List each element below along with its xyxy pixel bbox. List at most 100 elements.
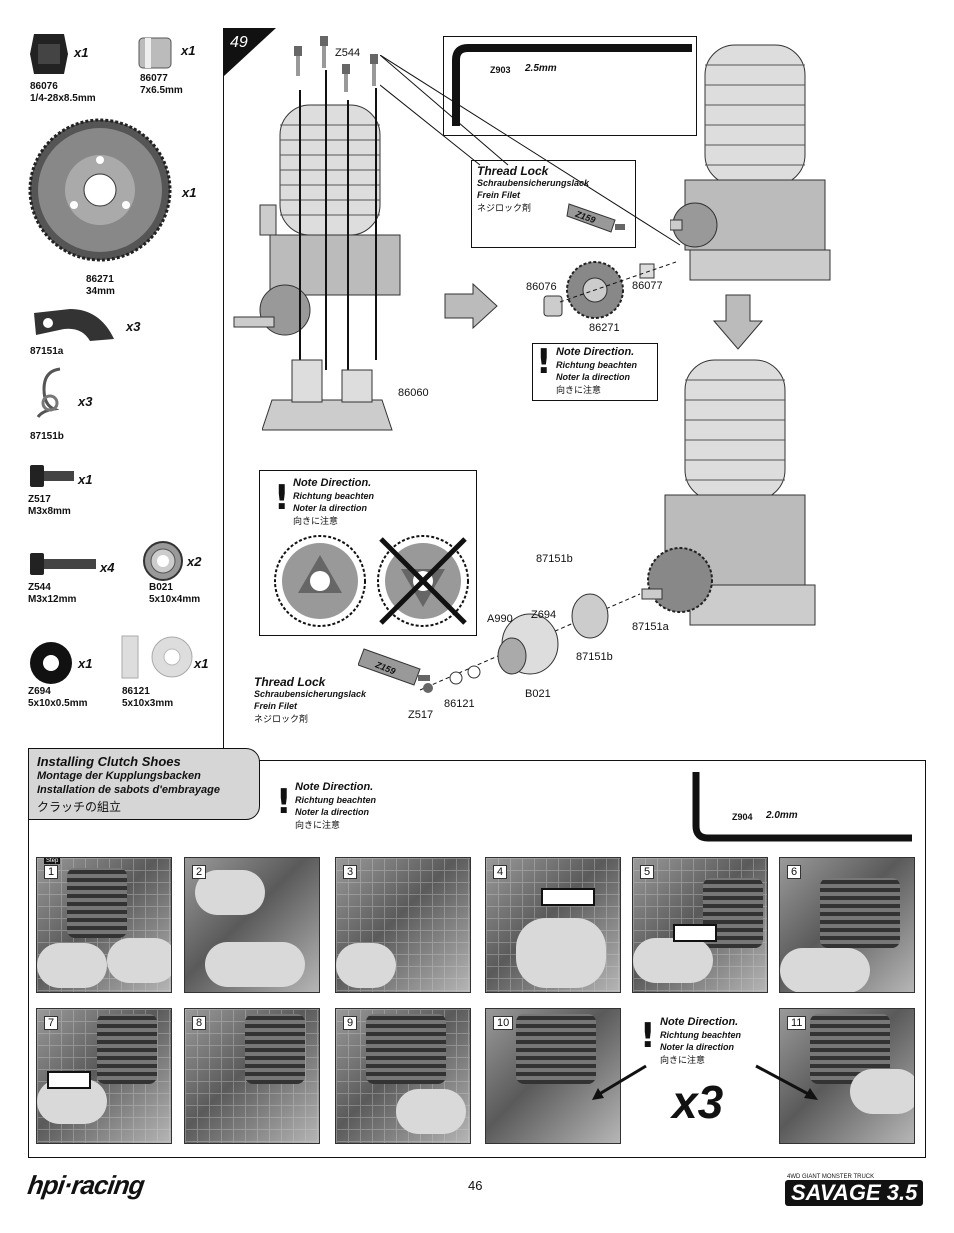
note-en: Note Direction.	[295, 781, 374, 793]
page-number: 46	[468, 1178, 483, 1193]
note-jp: 向きに注意	[556, 385, 602, 395]
step-number: 4	[493, 865, 508, 879]
part-qty: x1	[182, 185, 197, 200]
thread-lock-fr: Frein Filet	[477, 190, 521, 200]
step-number: 5	[640, 865, 655, 879]
part-desc: 5x10x0.5mm	[28, 698, 88, 709]
note-fr: Noter la direction	[556, 372, 631, 382]
hex-wrench-icon	[692, 772, 912, 842]
clutch-assembly	[419, 593, 641, 693]
flywheel-correct-icon	[274, 535, 366, 627]
step-photo: 5	[632, 857, 768, 993]
step-number: 2	[192, 865, 207, 879]
clutch-title-en: Installing Clutch Shoes	[37, 754, 181, 769]
callout-label: 87151b	[576, 651, 613, 663]
note-direction-box	[532, 343, 658, 401]
product-sub: 4WD GIANT MONSTER TRUCK	[787, 1174, 875, 1180]
note-jp: 向きに注意	[295, 820, 341, 830]
exclamation-icon: !	[536, 342, 552, 382]
callout-label: 87151b	[536, 553, 573, 565]
step-tag: Step	[44, 858, 61, 864]
step-number: 7	[44, 1016, 59, 1030]
thread-lock-box	[471, 160, 636, 248]
part-code: 86077	[140, 73, 168, 84]
note-en: Note Direction.	[556, 346, 635, 358]
callout-label: 86121	[444, 698, 475, 710]
step-photo: 9	[335, 1008, 471, 1144]
step-photo: 8	[184, 1008, 320, 1144]
collar-icon	[138, 37, 172, 69]
part-code: 87151b	[30, 431, 64, 442]
step-photo: 3	[335, 857, 471, 993]
callout-label: Z544	[335, 47, 361, 59]
step-number: 6	[787, 865, 802, 879]
step-badge	[224, 28, 276, 76]
repeat-count: x3	[672, 1076, 724, 1128]
callout-label: 86076	[526, 281, 557, 293]
part-desc: 5x10x3mm	[122, 698, 174, 709]
spring-icon	[36, 367, 61, 418]
part-desc: M3x12mm	[28, 594, 77, 605]
thread-lock-en: Thread Lock	[477, 164, 549, 178]
flywheel-assembly	[543, 261, 677, 319]
flywheel-incorrect-icon	[377, 535, 469, 627]
step-photo: 4	[485, 857, 621, 993]
note-fr: Noter la direction	[660, 1042, 735, 1052]
part-desc: 7x6.5mm	[140, 85, 183, 96]
part-code: Z517	[28, 494, 51, 505]
thread-lock-tube-icon	[566, 203, 625, 233]
wrench-size: 2.0mm	[766, 810, 798, 821]
step-photo: 6	[779, 857, 915, 993]
flange-nut-icon	[30, 34, 68, 74]
part-code: B021	[149, 582, 173, 593]
note-jp: 向きに注意	[660, 1055, 706, 1065]
callout-label: A990	[487, 613, 513, 625]
wrench-size: 2.5mm	[525, 63, 557, 74]
exclamation-icon: !	[276, 782, 292, 822]
engine-illustration	[641, 359, 816, 626]
shim-icon	[30, 642, 72, 684]
callout-label: Z517	[408, 709, 434, 721]
callout-label: 87151a	[632, 621, 669, 633]
part-code: 87151a	[30, 346, 64, 357]
thread-lock-de: Schraubensicherungslack	[254, 689, 367, 699]
part-desc: 1/4-28x8.5mm	[30, 93, 96, 104]
part-qty: x4	[100, 560, 115, 575]
part-code: 86271	[86, 274, 114, 285]
thread-lock-fr: Frein Filet	[254, 701, 298, 711]
clutch-title-jp: クラッチの組立	[37, 800, 122, 814]
part-qty: x3	[78, 394, 93, 409]
part-desc: 5x10x4mm	[149, 594, 201, 605]
hex-wrench-icon	[452, 44, 692, 126]
step-number: 11	[787, 1016, 807, 1030]
clutch-title-de: Montage der Kupplungsbacken	[37, 770, 201, 782]
clutch-title-fr: Installation de sabots d'embrayage	[37, 784, 220, 796]
step-photo: 2	[184, 857, 320, 993]
note-de: Richtung beachten	[660, 1030, 742, 1040]
thread-lock-tube-icon	[358, 648, 430, 686]
part-qty: x2	[187, 554, 202, 569]
part-code: Z694	[28, 686, 51, 697]
engine-illustration	[233, 104, 401, 336]
note-de: Richtung beachten	[295, 795, 377, 805]
thread-lock-en: Thread Lock	[254, 675, 326, 689]
part-code: 86076	[30, 81, 58, 92]
clutch-shoe-icon	[34, 309, 114, 341]
note-en: Note Direction.	[293, 477, 372, 489]
step-photo: Step 1	[36, 857, 172, 993]
pointer-arrow	[592, 1064, 647, 1100]
callout-label: 86060	[398, 387, 429, 399]
step-number: 3	[343, 865, 358, 879]
step-number: 8	[192, 1016, 207, 1030]
note-de: Richtung beachten	[556, 360, 638, 370]
step-number: 10	[493, 1016, 514, 1030]
part-code: 86121	[122, 686, 150, 697]
part-qty: x1	[78, 472, 93, 487]
note-jp: 向きに注意	[293, 516, 339, 526]
step-number: 1	[44, 865, 59, 879]
wrench-code: Z904	[732, 812, 753, 822]
thread-lock-jp: ネジロック剤	[254, 714, 309, 724]
part-desc: 34mm	[86, 286, 115, 297]
step-photo: 7	[36, 1008, 172, 1144]
leader-lines	[380, 55, 681, 246]
